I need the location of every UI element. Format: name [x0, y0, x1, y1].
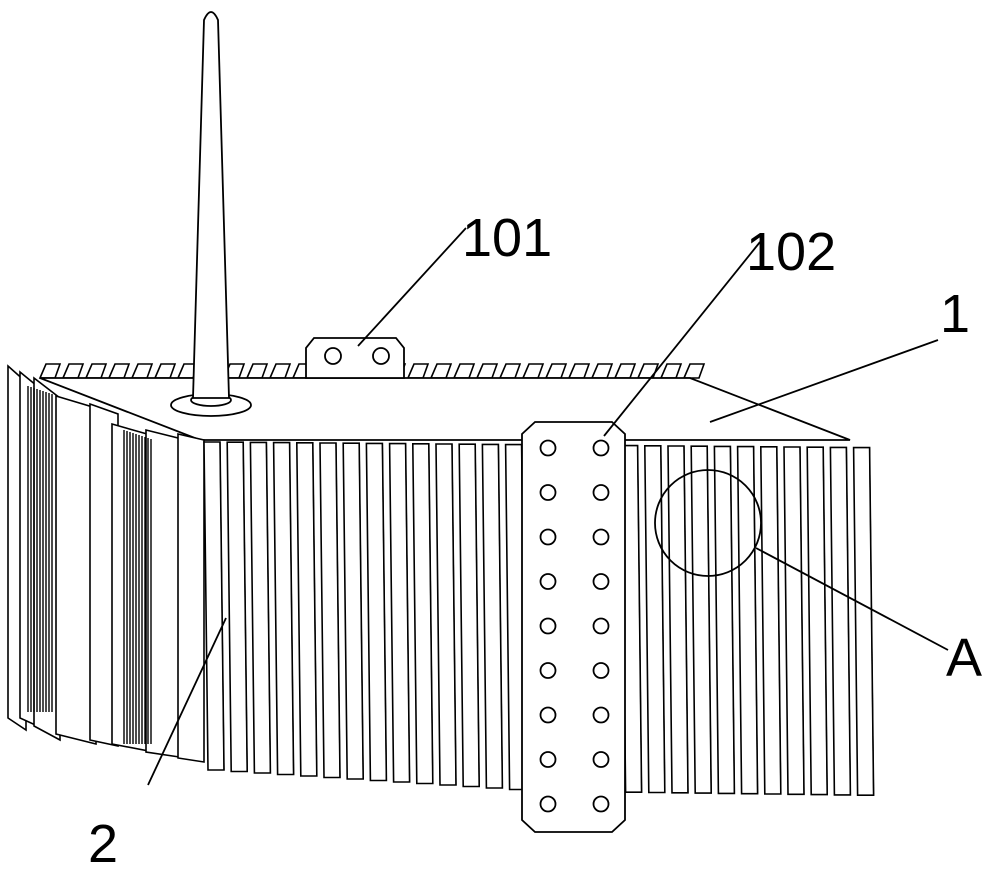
fin-shadow-edge [451, 443, 457, 786]
label-102: 102 [746, 222, 836, 282]
top-fin [613, 363, 637, 379]
fin-shadow-edge [637, 445, 643, 793]
bracket-hole [372, 347, 390, 365]
plate-hole [539, 573, 557, 590]
left-fin-stack [7, 364, 205, 763]
top-fin [682, 363, 706, 379]
top-fin [61, 363, 85, 379]
fin-shadow-edge [729, 446, 735, 794]
top-fin [38, 363, 62, 379]
plate-hole [592, 528, 610, 546]
top-fin [107, 363, 131, 379]
antenna-mast [192, 11, 230, 399]
top-fin [521, 363, 545, 379]
fin-shadow-edge [312, 442, 318, 777]
plate-hole [539, 439, 557, 457]
top-fin [84, 363, 108, 379]
top-fin [636, 363, 660, 379]
plate-hole [539, 795, 557, 813]
antenna [170, 11, 252, 417]
top-fin [452, 363, 476, 379]
leader-2 [147, 617, 227, 786]
fin-shadow-edge [869, 447, 875, 796]
plate-hole [592, 617, 610, 635]
label-101: 101 [462, 208, 552, 268]
leader-101 [357, 227, 467, 347]
fin-shadow-edge [706, 446, 712, 794]
fin-shadow-edge [289, 442, 295, 775]
label-a: A [946, 628, 982, 688]
plate-hole [592, 662, 610, 679]
top-fin [406, 363, 430, 379]
fin-shadow-edge [497, 444, 503, 789]
fin-shadow-edge [474, 444, 480, 787]
bracket-hole [324, 347, 342, 365]
fin-shadow-edge [358, 443, 364, 780]
plate-hole [539, 706, 557, 724]
end-fin [89, 402, 119, 747]
fin-shadow-edge [381, 443, 387, 781]
plate-hole-grid [539, 439, 610, 813]
plate-hole [592, 706, 610, 724]
fin-shadow-edge [822, 447, 828, 795]
housing-top-surface [39, 377, 851, 441]
plate-hole [592, 573, 610, 590]
plate-hole [592, 795, 610, 813]
detail-circle-a [654, 469, 762, 577]
top-fin [567, 363, 591, 379]
top-fin [659, 363, 683, 379]
label-2: 2 [88, 814, 118, 874]
fin-shadow-edge [683, 445, 689, 793]
end-fin [55, 394, 97, 746]
top-fin [245, 363, 269, 379]
fin-shadow-edge [335, 442, 341, 778]
fin-shadow-edge [242, 442, 248, 772]
fin-shadow-edge [845, 447, 851, 795]
top-fin [130, 363, 154, 379]
fin-shadow-edge [219, 441, 225, 771]
plate-hole [592, 484, 610, 501]
fin-shadow-edge [660, 445, 666, 793]
top-fin [544, 363, 568, 379]
plate-hole [592, 439, 610, 457]
top-fin [475, 363, 499, 379]
plate-hole [539, 662, 557, 679]
top-fin [498, 363, 522, 379]
top-fin [153, 363, 177, 379]
leader-102 [603, 241, 761, 437]
leader-lines [147, 227, 949, 786]
fin-shadow-edge [428, 443, 434, 784]
leader-1 [709, 339, 939, 423]
fin-shadow-edge [799, 446, 805, 795]
top-fin [590, 363, 614, 379]
plate-hole [592, 751, 610, 768]
front-mount-plate [521, 421, 626, 833]
label-1: 1 [940, 284, 970, 344]
plate-hole [539, 751, 557, 768]
fin-shadow-edge [776, 446, 782, 795]
plate-hole [539, 484, 557, 501]
top-mount-bracket [305, 337, 405, 379]
fin-shadow-edge [265, 442, 271, 774]
plate-hole [539, 617, 557, 635]
plate-hole [539, 528, 557, 546]
top-fin [429, 363, 453, 379]
top-fin [268, 363, 292, 379]
fin-shadow-edge [405, 443, 411, 783]
fin-shadow-edge [753, 446, 759, 794]
leader-a [755, 547, 949, 651]
